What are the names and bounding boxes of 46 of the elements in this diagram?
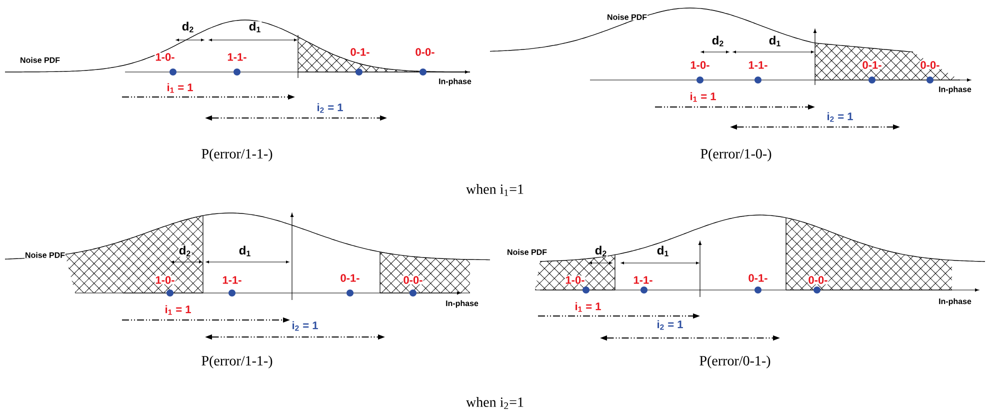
- curve-label: Noise PDF: [606, 14, 648, 20]
- point-label: 1-1-: [748, 60, 768, 70]
- caption: P(error/1-1-): [202, 356, 272, 368]
- point-label: 0-0-: [808, 276, 828, 284]
- dimension-label: d$_{2}$: [181, 21, 195, 33]
- point-label: 1-1-: [226, 52, 248, 62]
- caption: P(error/1-1-): [202, 148, 272, 162]
- range-label: i$_{1}$ = 1: [164, 304, 192, 316]
- dimension-label: d$_{2}$: [711, 35, 725, 47]
- range-label: i$_{1}$ = 1: [574, 302, 602, 312]
- curve-label: Noise PDF: [20, 56, 61, 64]
- dimension-label: d$_{1}$: [656, 245, 670, 257]
- point-label: 1-0-: [564, 276, 586, 284]
- point-label: 0-1-: [862, 60, 882, 70]
- caption: P(error/0-1-): [700, 356, 770, 368]
- caption: P(error/1-0-): [700, 148, 772, 162]
- point-label: 0-1-: [748, 274, 768, 282]
- point-label: 1-0-: [690, 60, 710, 70]
- dimension-label: d$_{1}$: [768, 35, 782, 47]
- dimension-label: d$_{2}$: [594, 245, 608, 257]
- dimension-label: d$_{1}$: [238, 245, 252, 257]
- point-label: 0-0-: [414, 48, 436, 56]
- point-label: 1-1-: [222, 276, 242, 284]
- range-label: i$_{2}$ = 1: [316, 102, 344, 114]
- point-label: 1-1-: [632, 276, 654, 284]
- axis-label: In-phase: [438, 78, 472, 86]
- point-label: 1-0-: [154, 52, 176, 62]
- axis-label: In-phase: [938, 298, 972, 306]
- point-label: 0-0-: [920, 60, 940, 70]
- range-label: i$_{2}$ = 1: [291, 320, 319, 332]
- dimension-label: d$_{1}$: [248, 21, 262, 33]
- range-label: i$_{2}$ = 1: [656, 320, 684, 330]
- axis-label: In-phase: [938, 86, 972, 94]
- dimension-label: d$_{2}$: [178, 245, 192, 257]
- range-label: i$_{2}$ = 1: [826, 112, 854, 122]
- caption: when i$_{2}$=1: [466, 397, 524, 409]
- point-label: 1-0-: [154, 276, 176, 284]
- axis-label: In-phase: [445, 300, 479, 308]
- point-label: 0-1-: [340, 274, 360, 282]
- point-label: 0-1-: [350, 48, 370, 56]
- point-label: 0-0-: [402, 276, 424, 284]
- curve-label: Noise PDF: [506, 248, 548, 256]
- range-label: i$_{1}$ = 1: [166, 82, 194, 94]
- range-label: i$_{1}$ = 1: [689, 92, 717, 102]
- caption: when i$_{1}$=1: [466, 184, 524, 196]
- curve-label: Noise PDF: [24, 252, 66, 258]
